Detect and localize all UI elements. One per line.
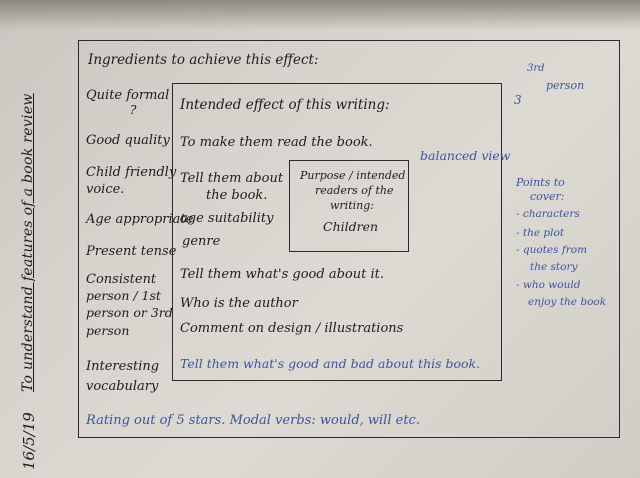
inner-item: age suitability xyxy=(180,211,274,226)
point-item: - who would xyxy=(516,279,581,291)
side-date: 16/5/19 xyxy=(20,412,38,470)
points-title: cover: xyxy=(530,190,565,203)
outer-heading: Ingredients to achieve this effect: xyxy=(88,52,319,68)
points-title: Points to xyxy=(516,176,565,189)
outer-item: Age appropriate xyxy=(86,212,194,227)
inner-item: Tell them what's good about it. xyxy=(180,267,384,282)
point-item: - the plot xyxy=(516,227,565,239)
outer-footer: Rating out of 5 stars. Modal verbs: woul… xyxy=(86,413,420,428)
outer-item: ? xyxy=(130,103,137,117)
outer-item: Interesting xyxy=(86,359,160,374)
inner-item: genre xyxy=(182,234,221,249)
point-item: the story xyxy=(530,261,578,273)
inner-item: Comment on design / illustrations xyxy=(180,321,404,336)
outer-item: Child friendly xyxy=(86,165,177,180)
point-item: - quotes from xyxy=(516,244,588,256)
person-label: person xyxy=(546,79,585,92)
outer-item: Present tense xyxy=(86,244,177,259)
purpose-answer: Children xyxy=(323,219,379,234)
inner-blue-line: Tell them what's good and bad about this… xyxy=(180,356,481,371)
side-title: To understand features of a book review xyxy=(20,93,36,392)
person-number: 3 xyxy=(514,93,522,107)
outer-item: Good quality xyxy=(86,133,170,148)
inner-item: Tell them about xyxy=(180,171,284,186)
purpose-line: writing: xyxy=(330,199,374,212)
outer-item: person / 1st xyxy=(86,288,161,303)
outer-item: person or 3rd xyxy=(86,305,173,320)
outer-item: voice. xyxy=(86,182,125,197)
outer-item: Consistent xyxy=(86,272,157,287)
background-shadow xyxy=(0,0,640,30)
outer-frame xyxy=(78,40,620,438)
outer-item: person xyxy=(86,323,130,338)
purpose-box xyxy=(289,160,409,252)
balanced-view: balanced view xyxy=(420,148,511,163)
outer-item: Quite formal xyxy=(86,88,170,103)
inner-item: Who is the author xyxy=(180,296,298,311)
inner-heading: Intended effect of this writing: xyxy=(180,97,390,113)
point-item: enjoy the book xyxy=(528,296,607,308)
inner-item: the book. xyxy=(206,188,268,203)
inner-item: To make them read the book. xyxy=(180,135,373,150)
inner-frame xyxy=(172,83,502,381)
person-top: 3rd xyxy=(527,63,545,74)
purpose-line: readers of the xyxy=(315,184,394,197)
purpose-line: Purpose / intended xyxy=(300,169,406,182)
outer-item: vocabulary xyxy=(86,379,159,394)
point-item: - characters xyxy=(516,208,580,220)
